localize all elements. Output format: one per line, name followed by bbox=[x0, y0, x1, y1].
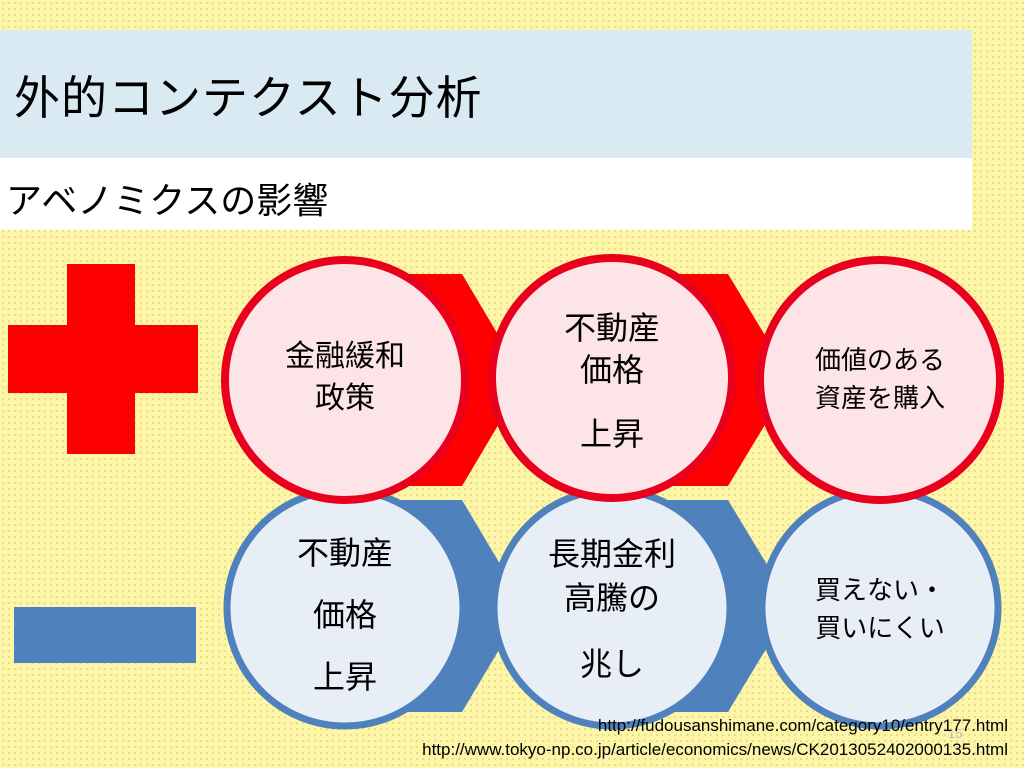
slide-title: 外的コンテクスト分析 bbox=[14, 71, 483, 125]
text-line: 不動産 bbox=[563, 309, 660, 347]
negative-step-1-text: 不動産 価格 上昇 bbox=[245, 522, 445, 708]
text-line: 金融緩和 bbox=[285, 339, 405, 374]
minus-icon bbox=[14, 607, 196, 663]
negative-step-3-text: 買えない・ 買いにくい bbox=[780, 572, 980, 648]
text-line: 価値のある bbox=[814, 346, 945, 376]
slide-subtitle: アベノミクスの影響 bbox=[6, 181, 329, 222]
text-line: 価格 bbox=[312, 596, 377, 634]
text-line: 長期金利 bbox=[547, 535, 676, 573]
text-line: 買いにくい bbox=[815, 614, 945, 644]
positive-row bbox=[221, 254, 1004, 504]
negative-step-2-text: 長期金利 高騰の 兆し bbox=[512, 532, 712, 686]
positive-circle-2 bbox=[488, 254, 736, 502]
text-line: 高騰の bbox=[563, 579, 660, 617]
text-line: 資産を購入 bbox=[814, 384, 945, 414]
text-line: 買えない・ bbox=[814, 576, 945, 606]
text-line: 政策 bbox=[315, 381, 375, 416]
text-line: 兆し bbox=[579, 645, 644, 683]
source-link-1[interactable]: http://fudousanshimane.com/category10/en… bbox=[597, 716, 1008, 735]
subtitle-band bbox=[0, 158, 972, 230]
positive-step-2-text: 不動産 価格 上昇 bbox=[512, 300, 712, 462]
title-band bbox=[0, 30, 972, 158]
text-line: 価格 bbox=[579, 351, 644, 389]
text-line: 不動産 bbox=[296, 534, 393, 572]
text-line: 上昇 bbox=[312, 658, 377, 696]
source-link-2[interactable]: http://www.tokyo-np.co.jp/article/econom… bbox=[422, 740, 1008, 759]
text-line: 上昇 bbox=[579, 415, 644, 453]
positive-step-1-text: 金融緩和 政策 bbox=[245, 336, 445, 420]
negative-row bbox=[223, 486, 1002, 730]
page-number: 15 bbox=[948, 726, 963, 741]
positive-circle-1 bbox=[221, 256, 469, 504]
positive-circle-3 bbox=[756, 256, 1004, 504]
positive-step-3-text: 価値のある 資産を購入 bbox=[780, 342, 980, 418]
